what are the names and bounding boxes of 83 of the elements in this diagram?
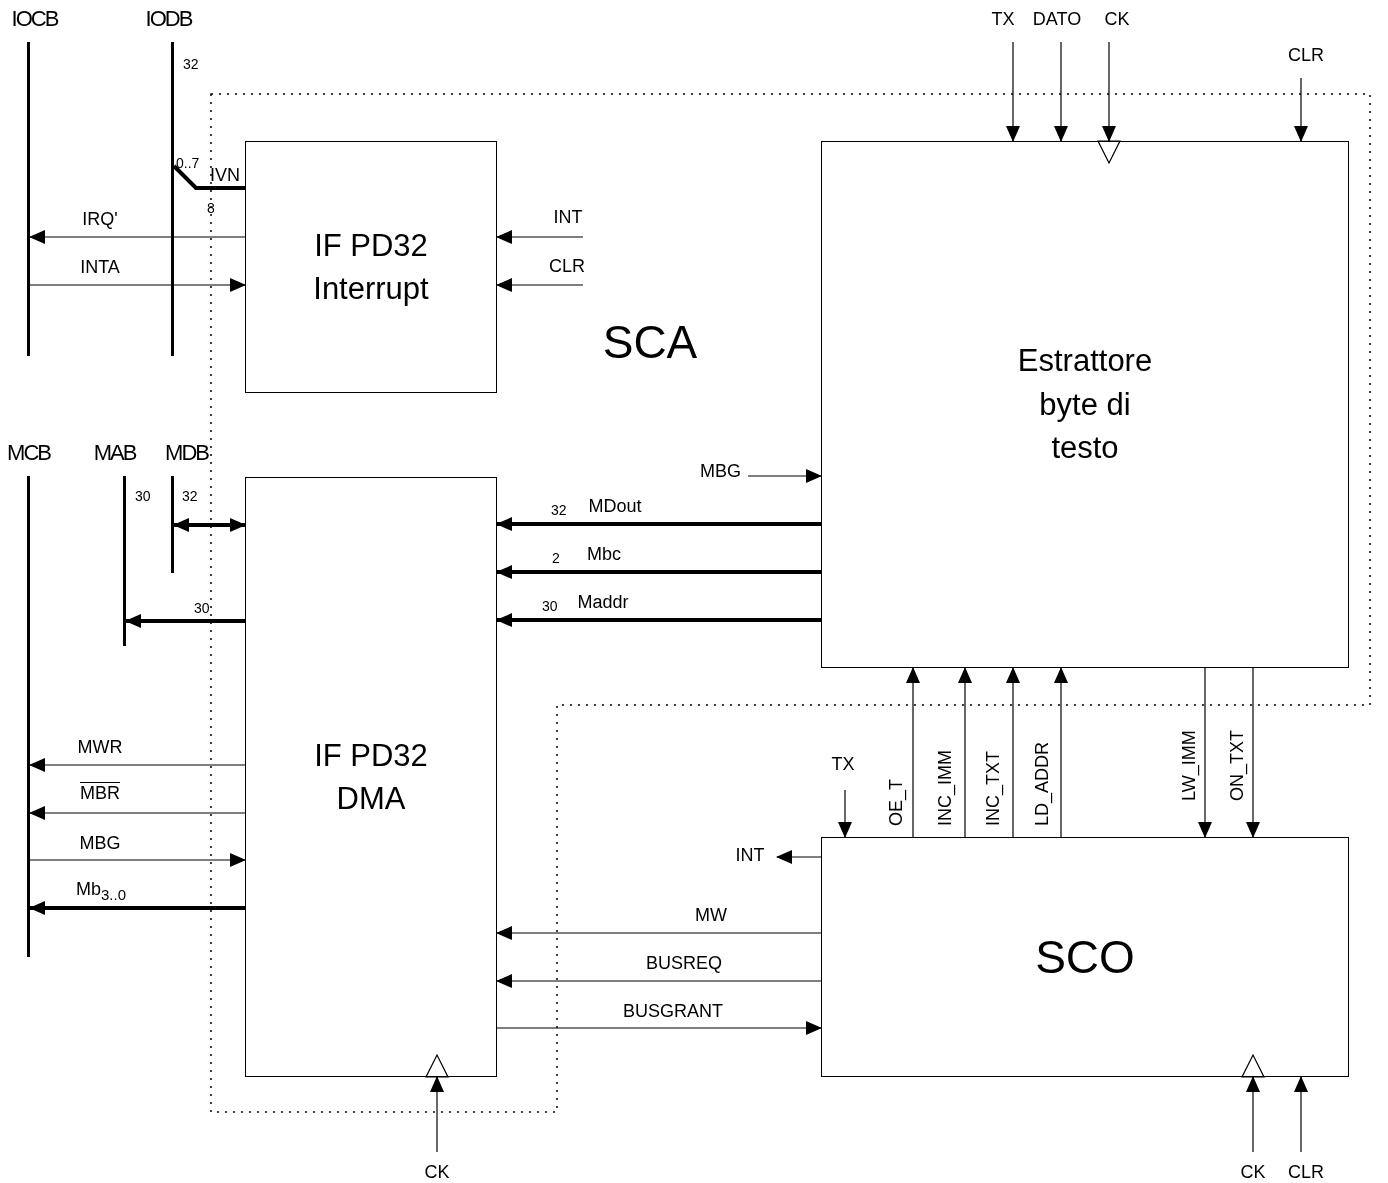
signal-label: MWR — [77, 738, 123, 758]
signal-label: INT — [735, 846, 765, 866]
signal-arrow — [29, 853, 246, 867]
signal-arrow — [1246, 667, 1260, 838]
signal-arrow — [1294, 77, 1308, 142]
signal-label: ON_TXT — [1228, 730, 1248, 801]
signal-arrow — [776, 850, 822, 864]
block-title: SCO — [1034, 929, 1136, 985]
signal-arrow — [1102, 41, 1116, 142]
signal-label: CK — [1240, 1163, 1266, 1183]
bit-width-label: 32 — [551, 503, 567, 517]
signal-arrow — [125, 614, 245, 628]
signal-arrow — [29, 230, 246, 244]
signal-label: BUSGRANT — [623, 1002, 723, 1022]
signal-label: MDout — [588, 497, 642, 517]
bit-width-label: 30 — [194, 601, 210, 615]
signal-arrow — [496, 278, 584, 292]
block-title: IF PD32 DMA — [313, 736, 429, 818]
signal-arrow — [29, 806, 246, 820]
signal-arrow — [29, 901, 245, 915]
signal-arrow — [496, 926, 822, 940]
bus-label: MDB — [165, 440, 208, 466]
signal-line — [172, 164, 245, 190]
bus-label: IOCB — [11, 6, 58, 32]
signal-label: MBG — [79, 834, 121, 854]
signal-label: INTA — [80, 258, 120, 278]
signal-label: OE_T — [887, 779, 907, 826]
bus-label: MCB — [7, 440, 50, 466]
signal-label: LW_IMM — [1180, 730, 1200, 801]
signal-label: MW — [695, 906, 727, 926]
signal-arrow — [496, 1021, 822, 1035]
signal-label: CLR — [549, 257, 585, 277]
signal-arrow — [1198, 667, 1212, 838]
region-label: SCA — [601, 315, 699, 369]
signal-arrow — [747, 469, 822, 483]
signal-arrow — [838, 789, 852, 838]
signal-arrow — [496, 613, 821, 627]
signal-label: TX — [831, 755, 855, 775]
signal-label: INC_TXT — [984, 751, 1004, 826]
bit-width-label: 30 — [542, 599, 558, 613]
block-title: IF PD32 Interrupt — [312, 226, 430, 308]
signal-arrow — [1294, 1076, 1308, 1153]
signal-label: CLR — [1288, 46, 1324, 66]
bus-label: MAB — [93, 440, 136, 466]
signal-label: INT — [553, 208, 583, 228]
signal-label: Mbc — [587, 545, 621, 565]
signal-arrow — [1054, 667, 1068, 838]
signal-arrow — [1006, 667, 1020, 838]
signal-label: CK — [1104, 10, 1130, 30]
signal-label: IVN — [210, 166, 240, 186]
signal-label: MBR — [80, 784, 120, 804]
signal-arrow — [906, 667, 920, 838]
signal-label: INC_IMM — [936, 750, 956, 826]
signal-label: CK — [424, 1163, 450, 1183]
signal-arrow — [29, 758, 246, 772]
block-box — [245, 477, 497, 1077]
signal-arrow — [958, 667, 972, 838]
signal-label: BUSREQ — [646, 954, 722, 974]
bit-width-label: 0..7 — [176, 156, 200, 170]
bit-width-label: 30 — [135, 489, 151, 503]
bit-width-label: 2 — [552, 551, 560, 565]
signal-arrow — [1054, 41, 1068, 142]
signal-label: MBG — [700, 462, 741, 482]
block-title: Estrattore byte di testo — [1016, 342, 1154, 468]
signal-arrow — [496, 565, 821, 579]
block-box — [245, 141, 497, 393]
bus-label: IODB — [145, 6, 192, 32]
signal-label: LD_ADDR — [1033, 741, 1053, 826]
signal-label: IRQ' — [82, 210, 118, 230]
signal-label: CLR — [1288, 1163, 1324, 1183]
signal-label: Mb$_{3..0}$ — [76, 880, 127, 904]
block-box — [821, 141, 1349, 668]
bit-width-label: 8 — [207, 201, 215, 215]
signal-arrow — [1006, 41, 1020, 142]
signal-arrow — [29, 278, 246, 292]
signal-arrow — [173, 518, 246, 532]
signal-arrow — [496, 230, 584, 244]
block-box — [821, 837, 1349, 1077]
signal-label: Maddr — [577, 593, 629, 613]
signal-label: TX — [991, 10, 1015, 30]
signal-arrow — [496, 517, 821, 531]
signal-arrow — [496, 974, 822, 988]
signal-label: DATO — [1032, 10, 1082, 30]
